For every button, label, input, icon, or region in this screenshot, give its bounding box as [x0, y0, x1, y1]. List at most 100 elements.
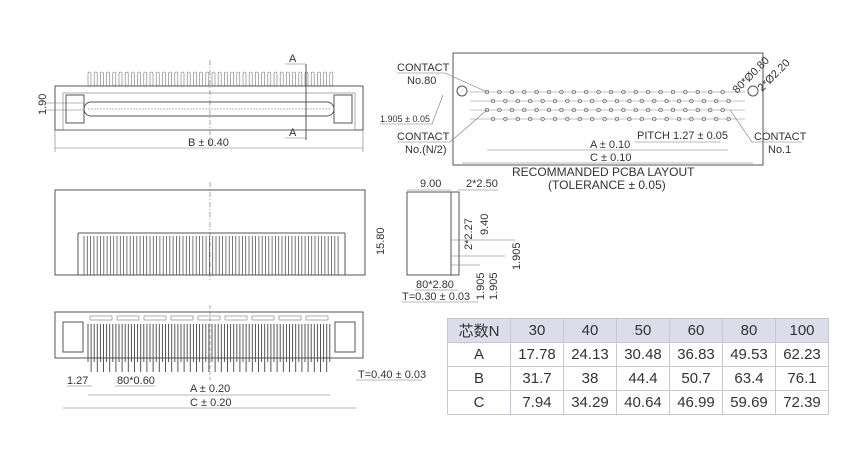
pin	[310, 71, 315, 87]
contact-hole	[726, 98, 731, 104]
dim-15-80: 15.80	[375, 227, 387, 255]
contact-hole	[584, 107, 589, 113]
contact-hole	[646, 107, 651, 113]
side-height: 9.40	[479, 214, 491, 235]
contact-hole	[528, 116, 533, 122]
header-cell: 30	[510, 318, 564, 343]
contact-hole	[658, 89, 663, 95]
top-view-latch-left	[65, 94, 85, 124]
contact-hole	[720, 89, 725, 95]
pcb-layout: CONTACT No.80 1.905 ± 0.05 CONTACT No.(N…	[380, 52, 807, 192]
contact-hole	[596, 107, 601, 113]
mount-hole-right	[747, 85, 759, 97]
contact-hole	[633, 107, 638, 113]
table-cell: 59.69	[722, 390, 776, 415]
side-thickness: T=0.30 ± 0.03	[402, 291, 470, 303]
table-cell: 44.4	[616, 366, 670, 391]
table-row: A 17.78 24.13 30.48 36.83 49.53 62.23	[447, 342, 829, 367]
contact-hole	[559, 107, 564, 113]
side-row-3: 1.905	[488, 272, 500, 300]
contact-1-label: CONTACT	[754, 131, 807, 143]
pin	[205, 71, 210, 87]
contact-hole	[515, 98, 520, 104]
slot-window	[197, 315, 221, 321]
pin	[193, 71, 197, 87]
contact-hole	[571, 107, 576, 113]
row-spacing-label: 1.905 ± 0.05	[380, 114, 430, 124]
dim-thickness-bottom: T=0.40 ± 0.03	[358, 369, 426, 381]
contact-hole	[552, 98, 558, 104]
pcb-outline	[452, 52, 764, 166]
top-view-pins	[87, 71, 334, 87]
contact-hole	[633, 89, 638, 95]
slot-window	[224, 315, 248, 321]
pin	[186, 71, 191, 87]
contact-hole	[695, 107, 700, 113]
contact-80-number: No.80	[407, 75, 436, 87]
top-view: A A B ± 0.40 1.90	[37, 53, 364, 152]
row-label: A	[447, 342, 511, 367]
pcb-layout-title: RECOMMANDED PCBA LAYOUT	[512, 165, 695, 179]
pin	[199, 71, 203, 87]
pin	[211, 71, 216, 87]
contact-hole	[590, 98, 595, 104]
slot-window	[143, 315, 167, 321]
contact-hole	[546, 107, 552, 113]
table-cell: 62.23	[775, 342, 829, 367]
contact-hole	[621, 89, 626, 95]
table-cell: 40.64	[616, 390, 670, 415]
contact-hole	[577, 116, 582, 122]
table-cell: 7.94	[510, 390, 564, 415]
bottom-view-pins	[87, 315, 331, 372]
slot-window	[278, 315, 302, 321]
pin	[329, 71, 334, 87]
side-pin: 80*2.80	[416, 279, 454, 291]
contact-hole	[497, 89, 502, 95]
side-slot: 2*2.50	[466, 178, 498, 190]
contact-80-label: CONTACT	[397, 62, 450, 74]
pin	[242, 71, 247, 87]
table-row: C 7.94 34.29 40.64 46.99 59.69 72.39	[447, 390, 829, 415]
table-row: B 31.7 38 44.4 50.7 63.4 76.1	[447, 366, 829, 391]
row-label: C	[447, 390, 511, 415]
table-cell: 38	[563, 366, 617, 391]
pin	[180, 71, 185, 87]
contact-hole	[701, 98, 706, 104]
contact-hole	[584, 89, 589, 95]
contact-hole	[627, 116, 632, 122]
contact-hole	[490, 98, 496, 104]
side-row-1: 1.905	[511, 242, 523, 270]
contact-hole	[608, 89, 614, 95]
contact-n2-number: No.(N/2)	[405, 144, 447, 156]
bottom-view: 1.27 80*0.60 A ± 0.20 C ± 0.20 T=0.40 ± …	[54, 305, 426, 409]
dim-pitch: 1.27	[67, 375, 88, 387]
pin	[118, 71, 123, 87]
top-view-latch-right	[333, 94, 353, 124]
contact-hole	[646, 89, 651, 95]
front-view-pins	[83, 236, 339, 275]
contact-hole	[559, 89, 564, 95]
header-cell: 80	[722, 318, 776, 343]
contact-hole	[490, 116, 496, 122]
table-cell: 49.53	[722, 342, 776, 367]
pin	[143, 71, 148, 87]
pin	[273, 71, 278, 87]
pin	[168, 71, 172, 87]
contact-hole	[546, 89, 552, 95]
table-cell: 34.29	[563, 390, 617, 415]
pin	[255, 71, 259, 87]
contact-hole	[664, 116, 669, 122]
pin	[149, 71, 154, 87]
dim-c-bottom: C ± 0.20	[190, 397, 232, 409]
pin	[87, 71, 92, 87]
top-view-slot	[83, 101, 335, 117]
contact-hole	[614, 98, 620, 104]
pin	[174, 71, 179, 87]
pin	[93, 71, 98, 87]
table-cell: 72.39	[775, 390, 829, 415]
slot-window	[116, 315, 140, 321]
contact-hole	[602, 98, 607, 104]
section-a-label-bottom: A	[289, 127, 297, 139]
slot-window	[170, 315, 194, 321]
